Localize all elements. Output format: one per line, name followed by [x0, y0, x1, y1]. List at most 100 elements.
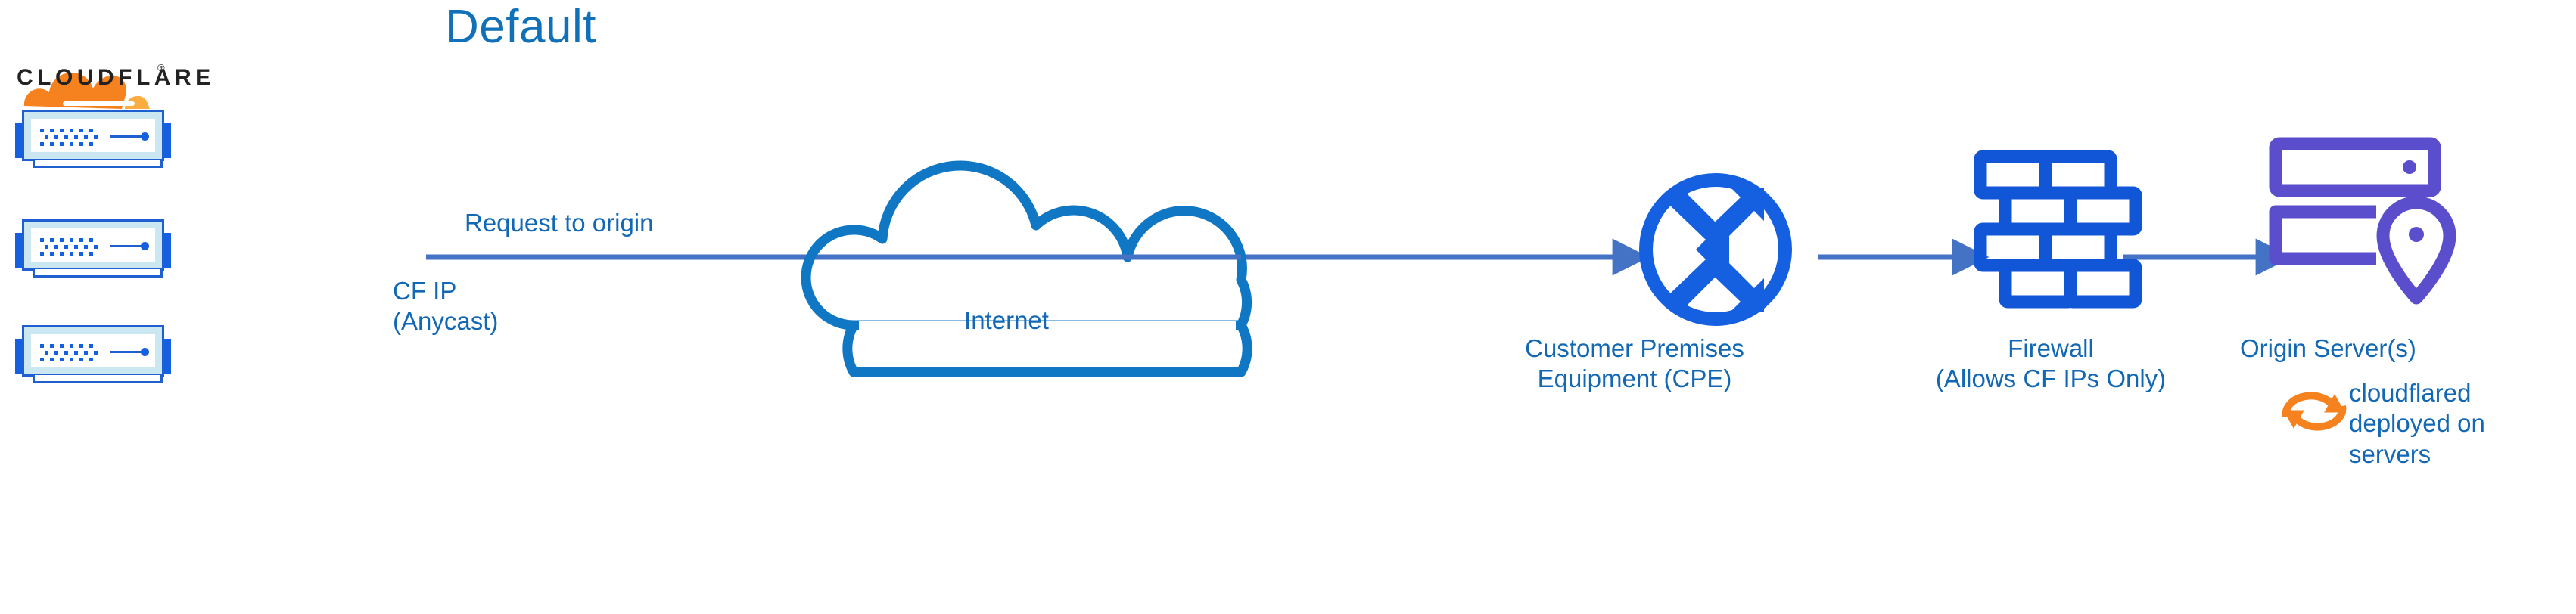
- rack-vent-dots-icon: [40, 238, 104, 261]
- rack-body: [22, 325, 164, 377]
- server-rack-icon: [15, 219, 171, 281]
- rack-vent-dot: [50, 238, 54, 242]
- rack-vent-dot: [84, 351, 88, 355]
- cloudflare-logo: [15, 47, 197, 130]
- rack-vent-dot: [70, 344, 73, 348]
- cloud-icon: [801, 160, 1252, 377]
- rack-vent-dot: [74, 245, 78, 249]
- rack-vent-dot: [54, 135, 58, 139]
- rack-vent-dot: [79, 142, 83, 146]
- rack-vent-dot: [45, 245, 48, 249]
- rack-led-icon: [141, 242, 149, 250]
- rack-vent-dot: [50, 252, 54, 256]
- rack-led-icon: [141, 348, 149, 356]
- rack-vent-dot: [79, 358, 83, 361]
- server-rack-icon: [15, 110, 171, 172]
- rack-vent-dot: [60, 142, 64, 146]
- cloudflared-line-1: cloudflared: [2349, 379, 2472, 407]
- rack-vent-dot: [40, 238, 44, 242]
- registered-trademark-icon: ®: [157, 62, 165, 73]
- rack-vent-dot: [50, 129, 54, 132]
- rack-vent-dots-icon: [40, 129, 104, 151]
- cloudflare-wordmark: CLOUDFLARE: [17, 65, 215, 90]
- firewall-line-2: (Allows CF IPs Only): [1935, 364, 2167, 393]
- rack-vent-dot: [70, 252, 73, 256]
- rack-vent-dot: [40, 129, 44, 132]
- rack-vent-dot: [54, 351, 58, 355]
- rack-panel: [31, 119, 155, 152]
- rack-vent-dot: [84, 245, 88, 249]
- rack-panel: [31, 228, 155, 262]
- rack-vent-dot: [79, 238, 83, 242]
- rack-vent-dot: [70, 238, 73, 242]
- rack-vent-dot: [70, 358, 73, 361]
- rack-vent-dot: [45, 351, 48, 355]
- node-label-cpe: Customer Premises Equipment (CPE): [1415, 333, 1854, 395]
- rack-vent-dot: [60, 252, 64, 256]
- brick-wall-icon: [1974, 150, 2142, 309]
- rack-vent-dot: [64, 135, 68, 139]
- rack-vent-dot: [74, 135, 78, 139]
- rack-vent-dot: [89, 129, 93, 132]
- router-icon: [1639, 173, 1792, 326]
- rack-panel: [31, 334, 155, 367]
- rack-vent-dot: [50, 344, 54, 348]
- rack-vent-dot: [50, 142, 54, 146]
- cloudflare-cloud-icon: [23, 73, 150, 109]
- rack-base-shadow: [33, 160, 163, 168]
- rack-vent-dot: [50, 358, 54, 361]
- cpe-line-2: Equipment (CPE): [1537, 364, 1732, 393]
- node-label-internet: Internet: [964, 306, 1049, 334]
- rack-vent-dot: [54, 245, 58, 249]
- server-rack-icon: [15, 325, 171, 387]
- rack-vent-dot: [79, 129, 83, 132]
- rack-vent-dot: [89, 344, 93, 348]
- rack-indicator-line-icon: [110, 135, 146, 138]
- rack-vent-dot: [79, 252, 83, 256]
- rack-vent-dot: [40, 344, 44, 348]
- rack-vent-dot: [60, 358, 64, 361]
- rack-vent-dot: [74, 351, 78, 355]
- rack-vent-dot: [64, 245, 68, 249]
- rack-vent-dot: [60, 344, 64, 348]
- rack-vent-dot: [40, 358, 44, 361]
- page-title: Default: [445, 1, 596, 53]
- server-location-icon: [2269, 137, 2456, 305]
- rack-base-shadow: [33, 375, 163, 383]
- rack-vent-dot: [60, 129, 64, 132]
- rack-vent-dot: [89, 142, 93, 146]
- rack-base-shadow: [33, 269, 163, 278]
- rack-vent-dot: [60, 238, 64, 242]
- edge-label-request-to-origin: Request to origin: [465, 209, 654, 237]
- rack-vent-dot: [89, 358, 93, 361]
- rack-vent-dot: [94, 351, 98, 355]
- cf-ip-label: CF IP (Anycast): [393, 276, 498, 337]
- rack-vent-dot: [70, 142, 73, 146]
- rack-vent-dot: [40, 252, 44, 256]
- rack-body: [22, 219, 164, 271]
- cf-ip-line-2: (Anycast): [393, 307, 499, 336]
- rack-vent-dot: [79, 344, 83, 348]
- sync-refresh-icon: [2282, 392, 2347, 431]
- rack-body: [22, 110, 164, 161]
- cloudflared-line-3: servers: [2349, 439, 2431, 468]
- rack-vent-dot: [89, 252, 93, 256]
- rack-indicator-line-icon: [110, 351, 146, 353]
- firewall-line-1: Firewall: [2008, 334, 2094, 362]
- cf-ip-line-1: CF IP: [393, 277, 457, 305]
- rack-indicator-line-icon: [110, 245, 146, 247]
- node-label-firewall: Firewall (Allows CF IPs Only): [1858, 333, 2244, 395]
- rack-led-icon: [141, 132, 149, 141]
- rack-vent-dot: [94, 245, 98, 249]
- rack-vent-dot: [94, 135, 98, 139]
- rack-vent-dot: [64, 351, 68, 355]
- rack-vent-dot: [40, 142, 44, 146]
- rack-vent-dot: [84, 135, 88, 139]
- cpe-line-1: Customer Premises: [1525, 334, 1744, 362]
- cloudflared-line-2: deployed on: [2349, 409, 2485, 438]
- cloudflared-annotation: cloudflared deployed on servers: [2349, 378, 2576, 470]
- rack-vent-dot: [45, 135, 48, 139]
- rack-vent-dots-icon: [40, 344, 104, 367]
